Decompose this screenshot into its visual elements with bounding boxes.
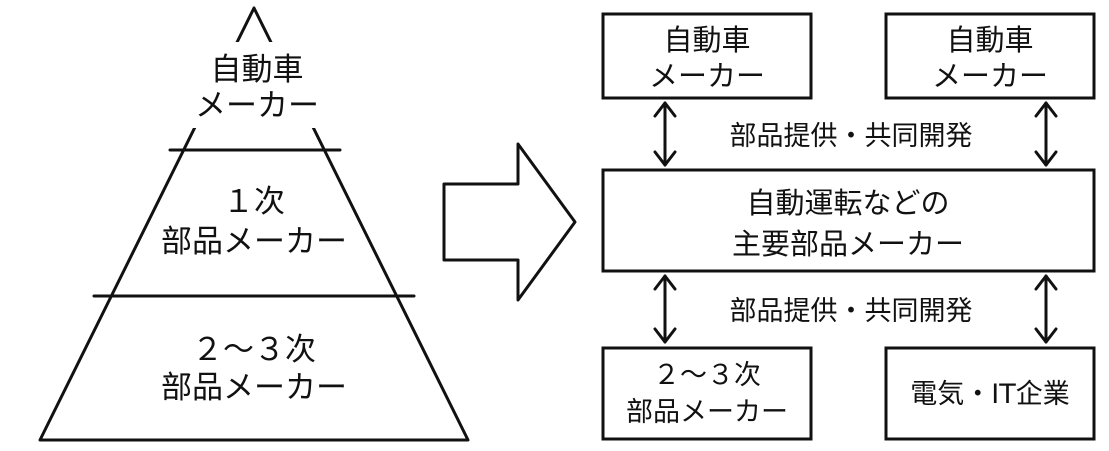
electric-it-label: 電気・IT企業 bbox=[910, 379, 1069, 410]
automaker-right-box: 自動車 メーカー bbox=[884, 12, 1096, 100]
automaker-left-line2: メーカー bbox=[649, 59, 765, 93]
pyramid-bottom-line1: ２～３次 bbox=[192, 332, 316, 368]
tier23-supplier-line1: ２～３次 bbox=[653, 360, 761, 391]
supplier-network: 自動車 メーカー 自動車 メーカー 部品提供・共同開発 自動運転などの 主要部品… bbox=[601, 12, 1096, 441]
pyramid-top-label-bg bbox=[190, 42, 330, 128]
pyramid-outline bbox=[38, 6, 470, 442]
pyramid-bottom-line2: 部品メーカー bbox=[161, 370, 347, 406]
arrow-bottom-right bbox=[1034, 274, 1058, 344]
tier23-supplier-box: ２～３次 部品メーカー bbox=[601, 346, 813, 441]
relation-label-top: 部品提供・共同開発 bbox=[730, 121, 973, 152]
transition-arrow bbox=[442, 142, 577, 302]
key-supplier-line2: 主要部品メーカー bbox=[732, 227, 964, 261]
pyramid-middle-line1: １次 bbox=[223, 184, 285, 220]
pyramid-top-line2: メーカー bbox=[195, 88, 319, 124]
arrow-bottom-left bbox=[653, 274, 677, 344]
electric-it-box: 電気・IT企業 bbox=[884, 346, 1096, 441]
pyramid-tier-automaker: 自動車 メーカー bbox=[195, 52, 319, 124]
arrow-top-right bbox=[1034, 101, 1058, 167]
supplier-pyramid: 自動車 メーカー １次 部品メーカー ２～３次 部品メーカー bbox=[38, 6, 470, 442]
automaker-right-line1: 自動車 bbox=[946, 23, 1033, 57]
key-supplier-box: 自動運転などの 主要部品メーカー bbox=[601, 168, 1096, 273]
pyramid-tier-second-third-supplier: ２～３次 部品メーカー bbox=[161, 332, 347, 406]
pyramid-top-line1: 自動車 bbox=[211, 52, 304, 88]
pyramid-middle-line2: 部品メーカー bbox=[161, 224, 347, 260]
relation-label-bottom: 部品提供・共同開発 bbox=[730, 296, 973, 327]
tier23-supplier-line2: 部品メーカー bbox=[626, 397, 788, 428]
pyramid-tier-first-supplier: １次 部品メーカー bbox=[161, 184, 347, 260]
key-supplier-line1: 自動運転などの bbox=[746, 186, 949, 220]
automaker-right-line2: メーカー bbox=[932, 59, 1048, 93]
automaker-left-box: 自動車 メーカー bbox=[601, 12, 813, 100]
arrow-top-left bbox=[653, 101, 677, 167]
automaker-left-line1: 自動車 bbox=[663, 23, 750, 57]
